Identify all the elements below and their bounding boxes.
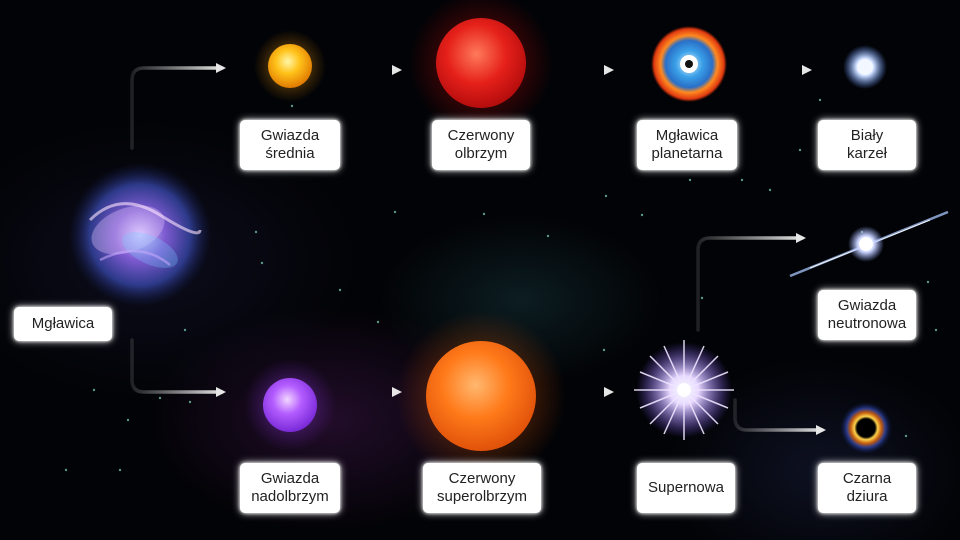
black-hole-icon [840, 402, 892, 454]
label-black-hole: Czarna dziura [818, 463, 916, 513]
label-planetary-nebula: Mgławica planetarna [637, 120, 737, 170]
white-dwarf-icon [843, 45, 887, 89]
planetary-nebula-icon [651, 26, 727, 102]
label-neutron-star: Gwiazda neutronowa [818, 290, 916, 340]
label-supernova: Supernowa [637, 463, 735, 513]
yellow-star-icon [254, 30, 326, 102]
red-giant-icon [409, 0, 553, 135]
arrow-nebula-to-medium-star [130, 63, 226, 150]
arrow-nebula-to-supergiant [130, 338, 226, 397]
arrow-supernova-to-black-hole [733, 398, 826, 435]
red-supergiant-icon [396, 311, 566, 481]
supernova-icon [634, 340, 734, 440]
label-supergiant: Gwiazda nadolbrzym [240, 463, 340, 513]
violet-star-icon [244, 359, 336, 451]
connectors [130, 63, 826, 435]
label-white-dwarf: Biały karzeł [818, 120, 916, 170]
label-red-supergiant: Czerwony superolbrzym [423, 463, 541, 513]
label-medium-star: Gwiazda średnia [240, 120, 340, 170]
nebula-icon [68, 163, 212, 307]
label-nebula: Mgławica [14, 307, 112, 341]
label-red-giant: Czerwony olbrzym [432, 120, 530, 170]
arrow-supernova-to-neutron-star [696, 233, 806, 332]
neutron-star-icon [789, 210, 949, 278]
